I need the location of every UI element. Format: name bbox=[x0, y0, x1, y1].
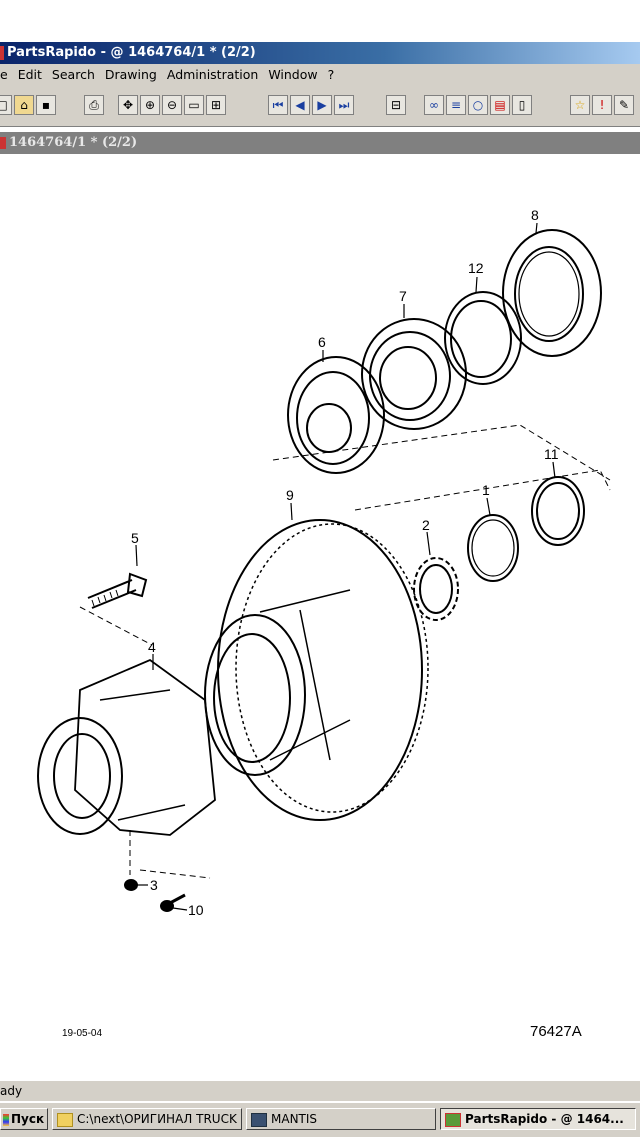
task-mantis-label: MANTIS bbox=[271, 1112, 318, 1126]
mantis-app-icon bbox=[251, 1112, 267, 1127]
parts-list-icon[interactable]: ≡ bbox=[446, 95, 466, 115]
zoom-out-icon[interactable]: ⊖ bbox=[162, 95, 182, 115]
callout-12[interactable]: 12 bbox=[468, 260, 484, 276]
drawing-canvas[interactable]: 8 12 7 6 11 1 2 9 5 4 3 10 19-05-04 7642… bbox=[0, 156, 640, 1076]
menu-help[interactable]: ? bbox=[327, 67, 335, 82]
callout-10[interactable]: 10 bbox=[188, 902, 204, 918]
menu-search[interactable]: Search bbox=[51, 67, 95, 82]
leader-lines bbox=[135, 222, 556, 911]
notes-icon[interactable]: ! bbox=[592, 95, 612, 115]
callout-4[interactable]: 4 bbox=[148, 639, 156, 655]
part-8-seal-ring bbox=[502, 229, 602, 357]
callout-7[interactable]: 7 bbox=[399, 288, 407, 304]
drawing-date: 19-05-04 bbox=[62, 1028, 102, 1039]
part-7-bearing bbox=[361, 318, 467, 430]
task-explorer-folder[interactable]: C:\next\ОРИГИНАЛ TRUCK bbox=[52, 1108, 242, 1130]
status-bar: ady bbox=[0, 1080, 640, 1101]
part-9-brake-disc bbox=[204, 519, 429, 821]
menu-file[interactable]: e bbox=[0, 67, 8, 82]
start-label: Пуск bbox=[11, 1112, 45, 1126]
task-mantis[interactable]: MANTIS bbox=[246, 1108, 436, 1130]
menu-bar: e Edit Search Drawing Administration Window? bbox=[0, 64, 640, 86]
part-3-nut bbox=[124, 879, 138, 891]
partsrapido-app-icon bbox=[445, 1112, 461, 1127]
fit-page-icon[interactable]: ▭ bbox=[184, 95, 204, 115]
callout-6[interactable]: 6 bbox=[318, 334, 326, 350]
document-title: 1464764/1 * (2/2) bbox=[9, 135, 138, 150]
callout-2[interactable]: 2 bbox=[422, 517, 430, 533]
open-folder-icon[interactable]: ⌂ bbox=[14, 95, 34, 115]
edit-pen-icon[interactable]: ✎ bbox=[614, 95, 634, 115]
menu-window[interactable]: Window bbox=[268, 67, 318, 82]
part-6-bearing bbox=[287, 356, 385, 474]
callout-9[interactable]: 9 bbox=[286, 487, 294, 503]
last-page-icon[interactable]: ⏭ bbox=[334, 95, 354, 115]
save-icon[interactable]: ▪ bbox=[36, 95, 56, 115]
menu-drawing[interactable]: Drawing bbox=[104, 67, 157, 82]
circle-icon[interactable]: ○ bbox=[468, 95, 488, 115]
document-title-bar[interactable]: 1464764/1 * (2/2) bbox=[0, 132, 640, 154]
start-button[interactable]: Пуск bbox=[0, 1108, 48, 1130]
first-page-icon[interactable]: ⏮ bbox=[268, 95, 288, 115]
binoculars-icon[interactable]: ∞ bbox=[424, 95, 444, 115]
part-2-slotted-nut bbox=[413, 557, 459, 621]
window-title-bar[interactable]: PartsRapido - @ 1464764/1 * (2/2) bbox=[0, 42, 640, 64]
callout-3[interactable]: 3 bbox=[150, 877, 158, 893]
callout-1[interactable]: 1 bbox=[482, 482, 490, 498]
new-icon[interactable]: □ bbox=[0, 95, 12, 115]
taskbar: Пуск C:\next\ОРИГИНАЛ TRUCK MANTIS Parts… bbox=[0, 1102, 640, 1137]
menu-edit[interactable]: Edit bbox=[17, 67, 42, 82]
exploded-hub-drawing: 8 12 7 6 11 1 2 9 5 4 3 10 19-05-04 7642… bbox=[37, 207, 611, 1040]
assembly-lines bbox=[79, 424, 611, 879]
part-5-wheel-bolt bbox=[87, 572, 148, 609]
next-page-icon[interactable]: ▶ bbox=[312, 95, 332, 115]
cart-icon[interactable]: ⊟ bbox=[386, 95, 406, 115]
print-icon[interactable]: ⎙ bbox=[84, 95, 104, 115]
status-text: ady bbox=[0, 1084, 23, 1098]
document-icon bbox=[0, 136, 6, 149]
flag-icon[interactable]: ▤ bbox=[490, 95, 510, 115]
fit-all-icon[interactable]: ⊞ bbox=[206, 95, 226, 115]
task-explorer-label: C:\next\ОРИГИНАЛ TRUCK bbox=[77, 1112, 237, 1126]
part-11-retaining-ring bbox=[531, 476, 585, 546]
part-10-screw bbox=[160, 893, 186, 912]
task-partsrapido[interactable]: PartsRapido - @ 1464... bbox=[440, 1108, 636, 1130]
screen-top-blank bbox=[0, 0, 640, 42]
callout-11[interactable]: 11 bbox=[544, 446, 559, 462]
folder-icon bbox=[57, 1112, 73, 1127]
callout-8[interactable]: 8 bbox=[531, 207, 539, 223]
part-12-ring bbox=[444, 291, 522, 385]
app-icon bbox=[0, 45, 4, 60]
pan-icon[interactable]: ✥ bbox=[118, 95, 138, 115]
toolbar: □ ⌂ ▪ ⎙ ✥ ⊕ ⊖ ▭ ⊞ ⏮ ◀ ▶ ⏭ ⊟ ∞ ≡ ○ ▤ ▯ ☆ … bbox=[0, 86, 640, 127]
task-partsrapido-label: PartsRapido - @ 1464... bbox=[465, 1112, 624, 1126]
callout-5[interactable]: 5 bbox=[131, 530, 139, 546]
drawing-number: 76427A bbox=[530, 1023, 582, 1040]
zoom-in-icon[interactable]: ⊕ bbox=[140, 95, 160, 115]
window-title: PartsRapido - @ 1464764/1 * (2/2) bbox=[7, 45, 256, 60]
part-1-lock-washer bbox=[467, 514, 519, 582]
windows-logo-icon bbox=[3, 1113, 9, 1126]
star-icon[interactable]: ☆ bbox=[570, 95, 590, 115]
clipboard-icon[interactable]: ▯ bbox=[512, 95, 532, 115]
part-4-wheel-hub bbox=[37, 658, 216, 836]
previous-page-icon[interactable]: ◀ bbox=[290, 95, 310, 115]
menu-administration[interactable]: Administration bbox=[166, 67, 259, 82]
